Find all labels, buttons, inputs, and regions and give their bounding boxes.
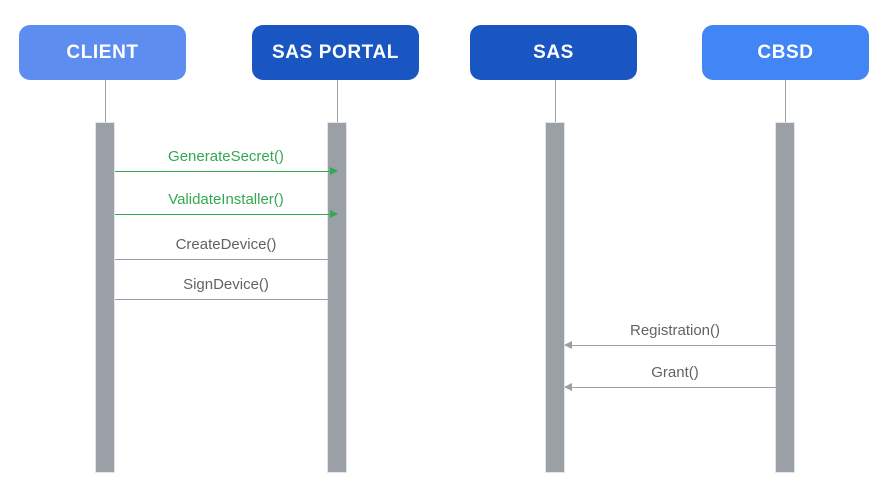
message-label-generate-secret: GenerateSecret() xyxy=(168,148,284,165)
message-line-generate-secret xyxy=(115,171,337,172)
message-label-registration: Registration() xyxy=(629,322,721,339)
actor-label-client: CLIENT xyxy=(66,41,139,63)
arrowhead-right-icon xyxy=(330,255,338,263)
message-label-sign-device: SignDevice() xyxy=(183,276,269,293)
activation-bar-client xyxy=(95,122,115,473)
message-line-registration xyxy=(565,345,785,346)
actor-box-sas-portal[interactable]: SAS PORTAL xyxy=(252,25,419,80)
arrowhead-right-icon xyxy=(330,295,338,303)
message-line-validate-installer xyxy=(115,214,337,215)
lifeline-sas-portal xyxy=(337,80,338,122)
actor-box-sas[interactable]: SAS xyxy=(470,25,637,80)
lifeline-client xyxy=(105,80,106,122)
arrowhead-right-icon xyxy=(330,210,338,218)
activation-bar-sas xyxy=(545,122,565,473)
actor-box-client[interactable]: CLIENT xyxy=(19,25,186,80)
message-label-validate-installer: ValidateInstaller() xyxy=(168,191,284,208)
actor-label-sas: SAS xyxy=(533,41,574,63)
arrowhead-left-icon xyxy=(564,341,572,349)
arrowhead-left-icon xyxy=(564,383,572,391)
lifeline-cbsd xyxy=(785,80,786,122)
message-label-create-device: CreateDevice() xyxy=(175,236,277,253)
arrowhead-right-icon xyxy=(330,167,338,175)
actor-label-sas-portal: SAS PORTAL xyxy=(271,41,400,63)
actor-box-cbsd[interactable]: CBSD xyxy=(702,25,869,80)
message-label-grant: Grant() xyxy=(651,364,699,381)
message-line-create-device xyxy=(115,259,337,260)
activation-bar-cbsd xyxy=(775,122,795,473)
actor-label-cbsd: CBSD xyxy=(757,41,814,63)
message-line-grant xyxy=(565,387,785,388)
lifeline-sas xyxy=(555,80,556,122)
message-line-sign-device xyxy=(115,299,337,300)
